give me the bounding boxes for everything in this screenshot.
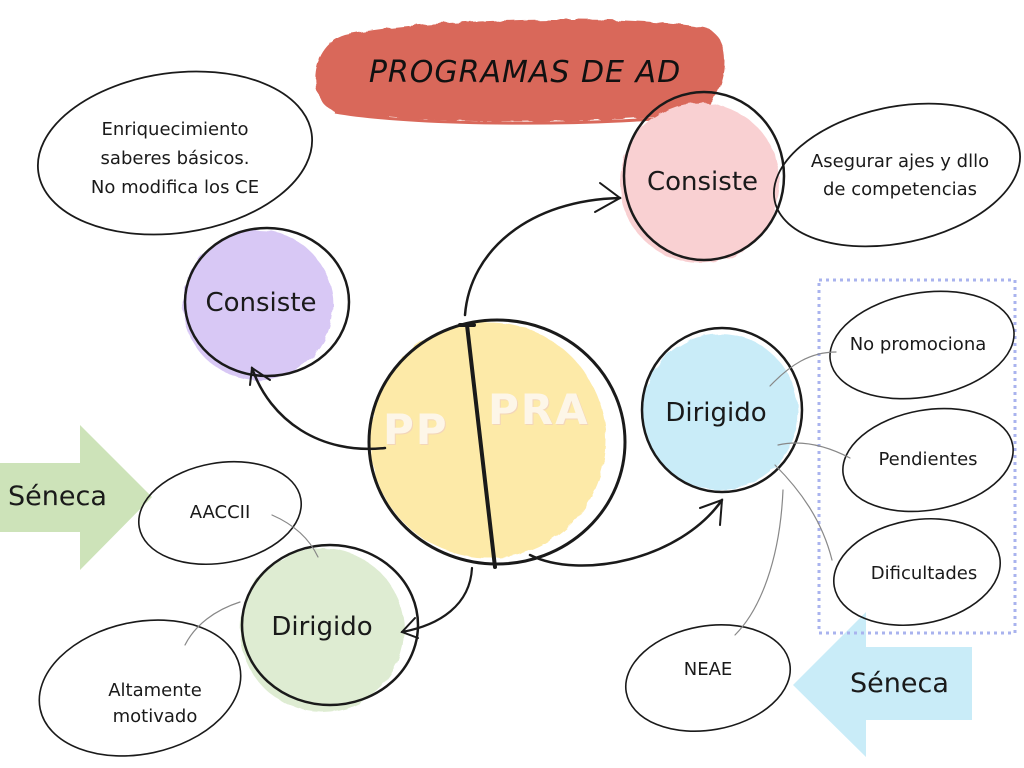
pp-consiste-detail: Enriquecimiento saberes básicos. No modi… [65, 115, 285, 202]
arrow-pp-to-consiste [250, 366, 387, 451]
pp-consiste-detail-oval [36, 70, 314, 236]
arrow-pp-to-dirigido [400, 566, 474, 634]
top-right-outline [622, 90, 786, 262]
arrow-dirigido-to-altamente [184, 601, 241, 646]
altamente-label: Altamente motivado [85, 678, 225, 730]
left-fill [183, 230, 333, 380]
center-divider [465, 323, 497, 569]
seneca-right-label: Séneca [850, 668, 949, 699]
arrow-dirigido-to-nopromociona [769, 351, 837, 387]
arrow-dirigido-to-aacc [271, 514, 319, 558]
detail-line: saberes básicos. [100, 148, 250, 169]
seneca-arrow-right-shape [793, 612, 972, 757]
dotted-group-box [817, 278, 1017, 635]
arrow-pra-to-dirigido [528, 498, 724, 567]
bottom-left-fill [240, 548, 404, 712]
pra-dirigido-label: Dirigido [665, 398, 767, 428]
aacc-oval [137, 460, 303, 566]
right-outline [640, 326, 804, 494]
detail-line: motivado [112, 706, 198, 727]
seneca-arrow-left-shape [0, 425, 152, 570]
center-outline [367, 318, 627, 566]
pra-consiste-detail-oval [773, 102, 1021, 248]
arrowhead-pra-dirigido [699, 498, 724, 526]
pra-consiste-label: Consiste [646, 167, 759, 197]
pp-dirigido-label: Dirigido [271, 612, 373, 642]
altamente-oval [38, 619, 242, 757]
neae-label: NEAE [683, 659, 733, 680]
center-right-label: PRA [488, 385, 590, 434]
arrowhead-pra-consiste [594, 182, 622, 213]
aacc-label: AACCII [189, 502, 251, 523]
dificultades-oval [832, 517, 1002, 627]
pendientes-label: Pendientes [878, 449, 978, 470]
no-promociona-oval [829, 290, 1015, 400]
right-fill [642, 334, 798, 490]
top-right-fill [620, 103, 780, 263]
arrow-dirigido-to-pendientes [777, 442, 851, 459]
dificultades-label: Dificultades [870, 563, 978, 584]
detail-line: de competencias [822, 179, 977, 200]
seneca-left-label: Séneca [8, 481, 107, 512]
bottom-left-outline [240, 543, 420, 707]
page-title: PROGRAMAS DE AD [368, 55, 682, 90]
pra-consiste-detail: Asegurar ajes y dllo de competencias [795, 148, 1005, 204]
detail-line: Enriquecimiento [101, 119, 249, 140]
left-outline [183, 226, 351, 378]
no-promociona-label: No promociona [849, 334, 987, 355]
pp-consiste-label: Consiste [205, 288, 317, 318]
pendientes-oval [842, 407, 1014, 513]
arrow-pra-to-consiste [463, 196, 622, 317]
arrow-dirigido-to-dificultades [774, 464, 833, 561]
detail-line: Altamente [108, 680, 202, 701]
center-fill [370, 322, 606, 558]
arrowhead-pp-consiste [249, 366, 271, 386]
arrowhead-pp-dirigido [400, 617, 419, 639]
neae-oval [624, 624, 792, 732]
detail-line: No modifica los CE [90, 177, 260, 198]
title-banner [315, 19, 725, 122]
center-left-label: PP [383, 405, 449, 454]
detail-line: Asegurar ajes y dllo [810, 151, 990, 172]
arrow-dirigido-to-neae [734, 489, 784, 636]
